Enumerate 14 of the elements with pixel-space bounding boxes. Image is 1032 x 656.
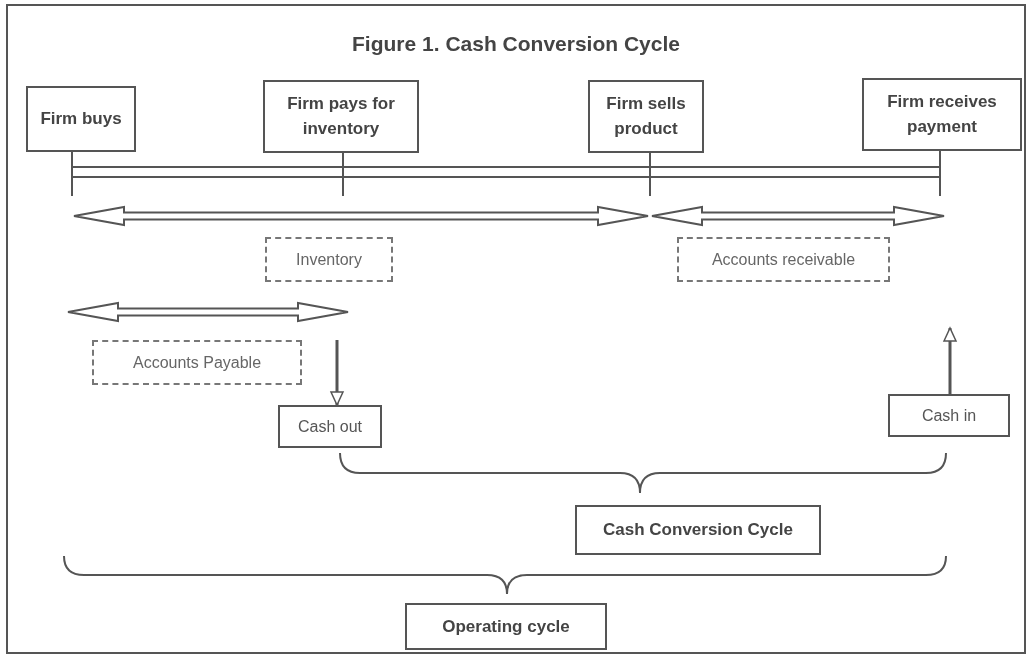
- event-box: Firm sells product: [588, 80, 704, 153]
- cycle-box: Cash Conversion Cycle: [575, 505, 821, 555]
- cash-box: Cash out: [278, 405, 382, 448]
- event-box: Firm receives payment: [862, 78, 1022, 151]
- period-label-box: Accounts Payable: [92, 340, 302, 385]
- cycle-box: Operating cycle: [405, 603, 607, 650]
- event-box: Firm buys: [26, 86, 136, 152]
- period-label-box: Inventory: [265, 237, 393, 282]
- title: Figure 1. Cash Conversion Cycle: [351, 31, 681, 57]
- cash-box: Cash in: [888, 394, 1010, 437]
- period-label-box: Accounts receivable: [677, 237, 890, 282]
- arrow: [943, 327, 957, 394]
- event-box: Firm pays for inventory: [263, 80, 419, 153]
- arrow: [330, 340, 344, 406]
